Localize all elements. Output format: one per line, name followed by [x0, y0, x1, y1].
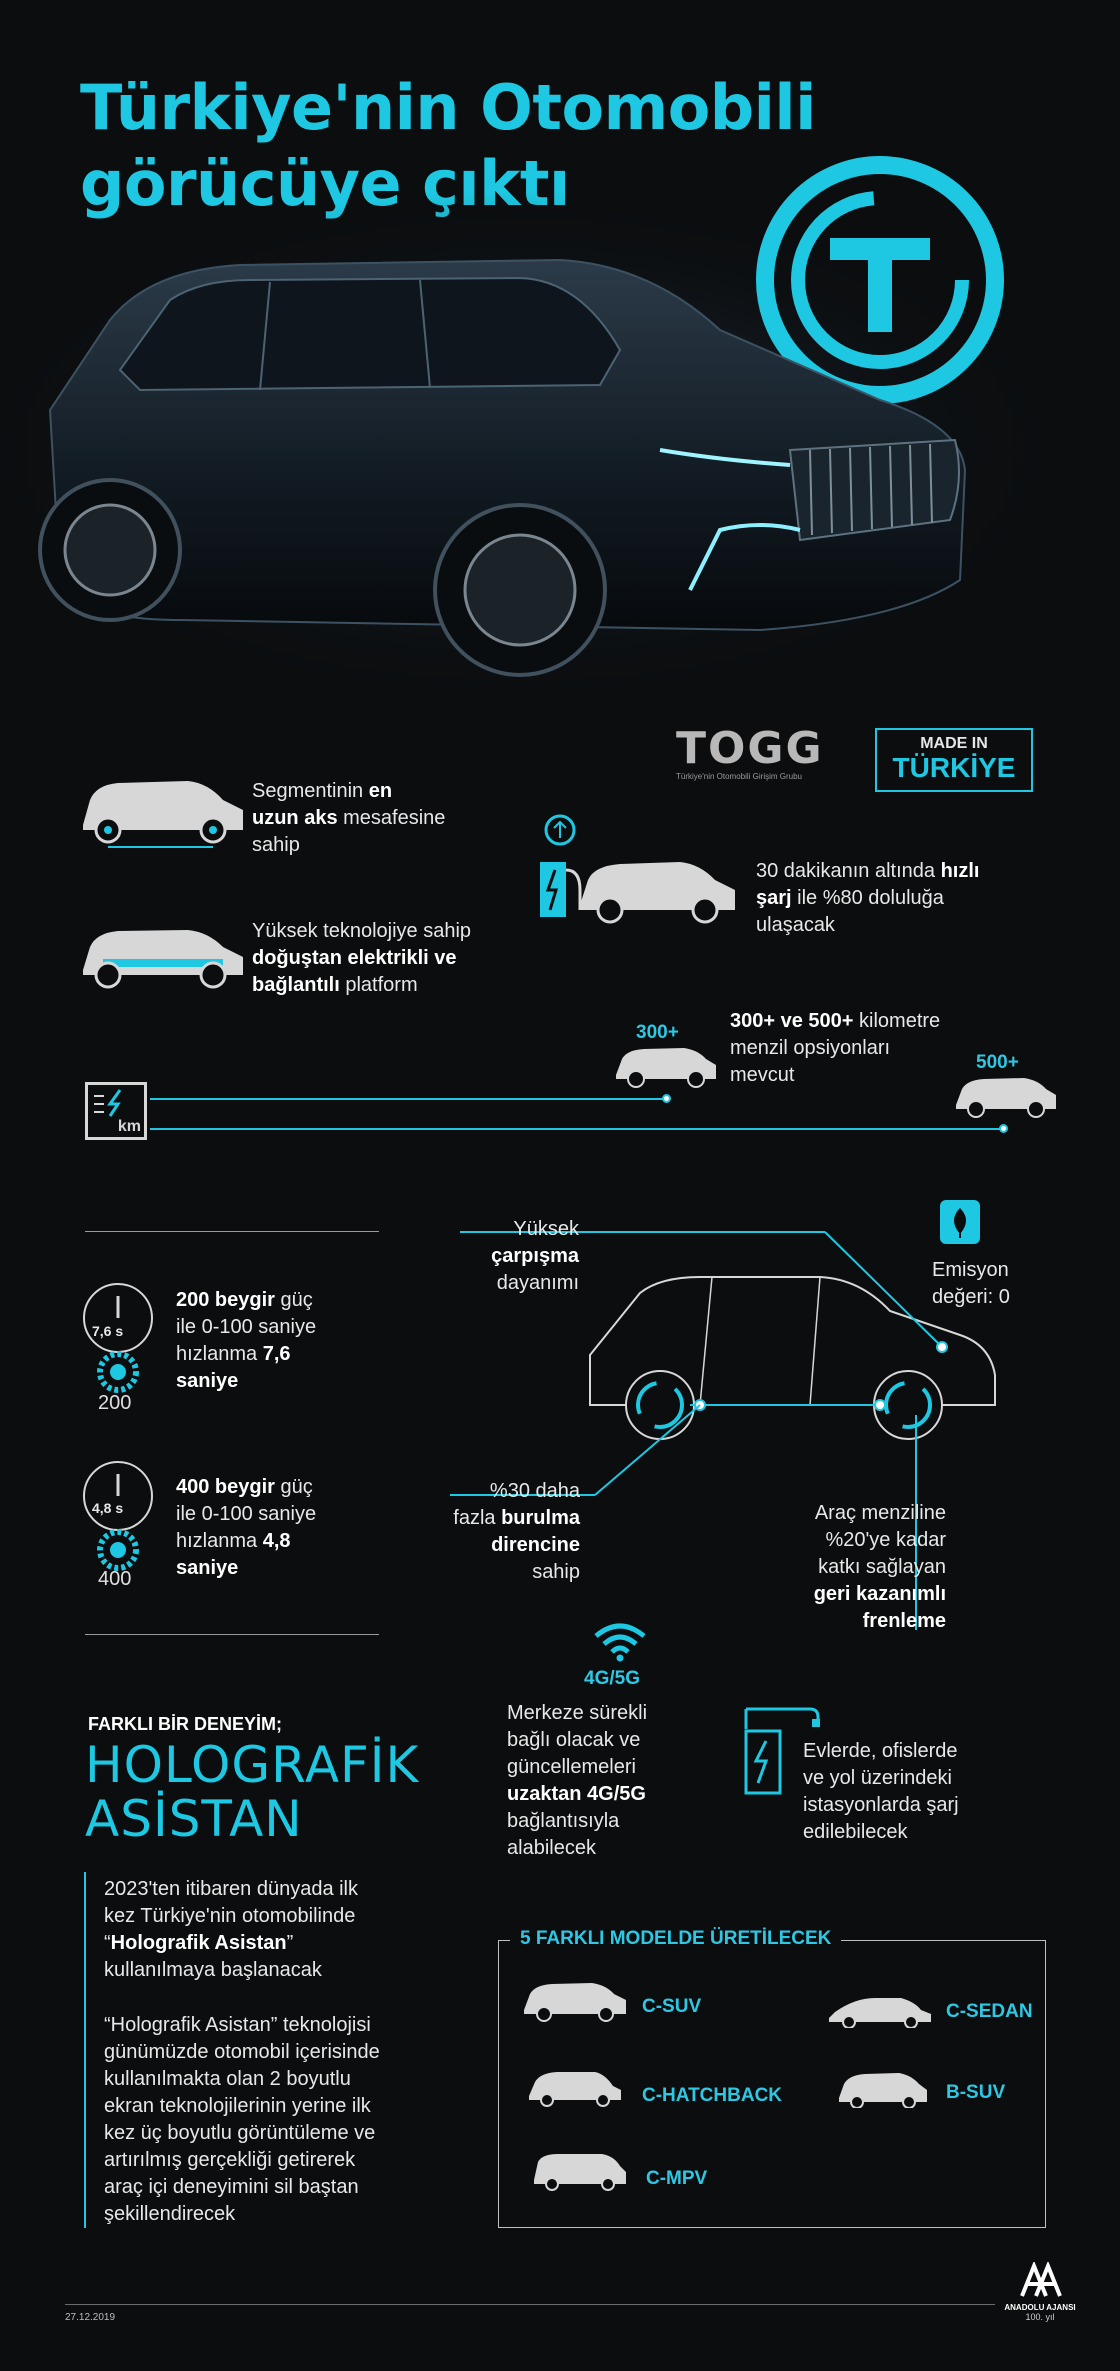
togg-brand: TOGG Türkiye'nin Otomobili Girişim Grubu [676, 723, 831, 782]
togg-subtitle: Türkiye'nin Otomobili Girişim Grubu [676, 772, 803, 781]
holo-title: HOLOGRAFİK ASİSTAN [85, 1736, 420, 1848]
model-c-mpv: C-MPV [646, 2168, 708, 2189]
gauge-400-icon [83, 1461, 153, 1571]
togg-wordmark: TOGG [676, 723, 824, 774]
model-c-mpv-icon [534, 2154, 626, 2191]
regen-brake-text: Araç menziline %20'ye kadar katkı sağlay… [813, 1502, 946, 1632]
footer-divider [65, 2304, 995, 2305]
fast-charge-car-icon [540, 814, 735, 924]
model-c-suv: C-SUV [642, 1996, 702, 2017]
emission-text: Emisyon değeri: 0 [932, 1259, 1010, 1308]
model-c-suv-icon [524, 1983, 626, 2022]
4g-5g-badge: 4G/5G [584, 1668, 640, 1689]
leaf-emission-icon [940, 1200, 980, 1244]
hp-400-number: 400 [98, 1568, 132, 1590]
long-axle-car-icon [83, 781, 243, 848]
page-title: Türkiye'nin Otomobili görücüye çıktı [80, 71, 816, 220]
holo-paragraph-2: “Holografik Asistan” teknolojisi günümüz… [104, 2014, 380, 2225]
gauge-200-icon [83, 1283, 153, 1393]
models-header: 5 FARKLI MODELDE ÜRETİLECEK [510, 1928, 842, 1950]
model-b-suv-icon [839, 2073, 927, 2108]
holo-accent-bar [84, 1872, 86, 2228]
range-500-label: 500+ [976, 1052, 1019, 1073]
holo-kicker: FARKLI BİR DENEYİM; [88, 1714, 283, 1734]
anadolu-agency-logo: ANADOLU AJANSI 100. yıl [1000, 2260, 1080, 2322]
feature-platform-text: Yüksek teknolojiye sahip doğuştan elektr… [252, 920, 472, 996]
divider-performance-top [85, 1231, 379, 1232]
gauge-400-value: 4,8 s [92, 1500, 124, 1516]
performance-400-text: 400 beygir güç ile 0-100 saniye hızlanma… [176, 1476, 317, 1579]
connectivity-text: Merkeze sürekli bağlı olacak ve güncelle… [507, 1702, 648, 1859]
range-km-icon: km [85, 1082, 147, 1140]
performance-200-text: 200 beygir güç ile 0-100 saniye hızlanma… [176, 1289, 317, 1392]
hero-car-illustration [0, 156, 1080, 710]
range-500-dot [999, 1124, 1008, 1133]
range-300-dot [662, 1094, 671, 1103]
range-300-line [150, 1098, 668, 1100]
model-c-sedan: C-SEDAN [946, 2001, 1033, 2022]
range-500-line [150, 1128, 1005, 1130]
model-c-hatchback-icon [529, 2072, 621, 2107]
feature-charge-text: 30 dakikanın altında hızlı şarj ile %80 … [756, 860, 980, 936]
made-in-turkiye-badge: MADE IN TÜRKİYE [875, 728, 1033, 792]
charging-places-text: Evlerde, ofislerde ve yol üzerindeki ist… [803, 1740, 959, 1843]
range-300-car-icon [616, 1048, 716, 1088]
model-c-sedan-icon [829, 1998, 931, 2028]
electric-platform-car-icon [83, 930, 243, 989]
aa-logo-icon [1020, 2260, 1062, 2297]
feature-range-text: 300+ ve 500+ kilometre menzil opsiyonlar… [730, 1010, 941, 1086]
charging-station-icon [744, 1707, 820, 1795]
holo-paragraph-1: 2023'ten itibaren dünyada ilk kez Türkiy… [104, 1878, 359, 1981]
torsion-text: %30 daha fazla burulma direncine sahip [453, 1480, 580, 1583]
safety-text: Yüksek çarpışma dayanımı [491, 1218, 579, 1294]
range-300-label: 300+ [636, 1022, 679, 1043]
wifi-icon [594, 1623, 646, 1662]
model-c-hatchback: C-HATCHBACK [642, 2085, 783, 2106]
hp-200-number: 200 [98, 1392, 132, 1414]
gauge-200-value: 7,6 s [92, 1323, 124, 1339]
footer-date: 27.12.2019 [65, 2312, 116, 2323]
model-b-suv: B-SUV [946, 2082, 1006, 2103]
togg-logo-icon [756, 156, 1004, 404]
feature-axle-text: Segmentinin en uzun aks mesafesine sahip [252, 780, 446, 856]
range-500-car-icon [956, 1078, 1056, 1118]
car-outline-callouts [450, 1231, 996, 1630]
divider-performance-bottom [85, 1634, 379, 1635]
